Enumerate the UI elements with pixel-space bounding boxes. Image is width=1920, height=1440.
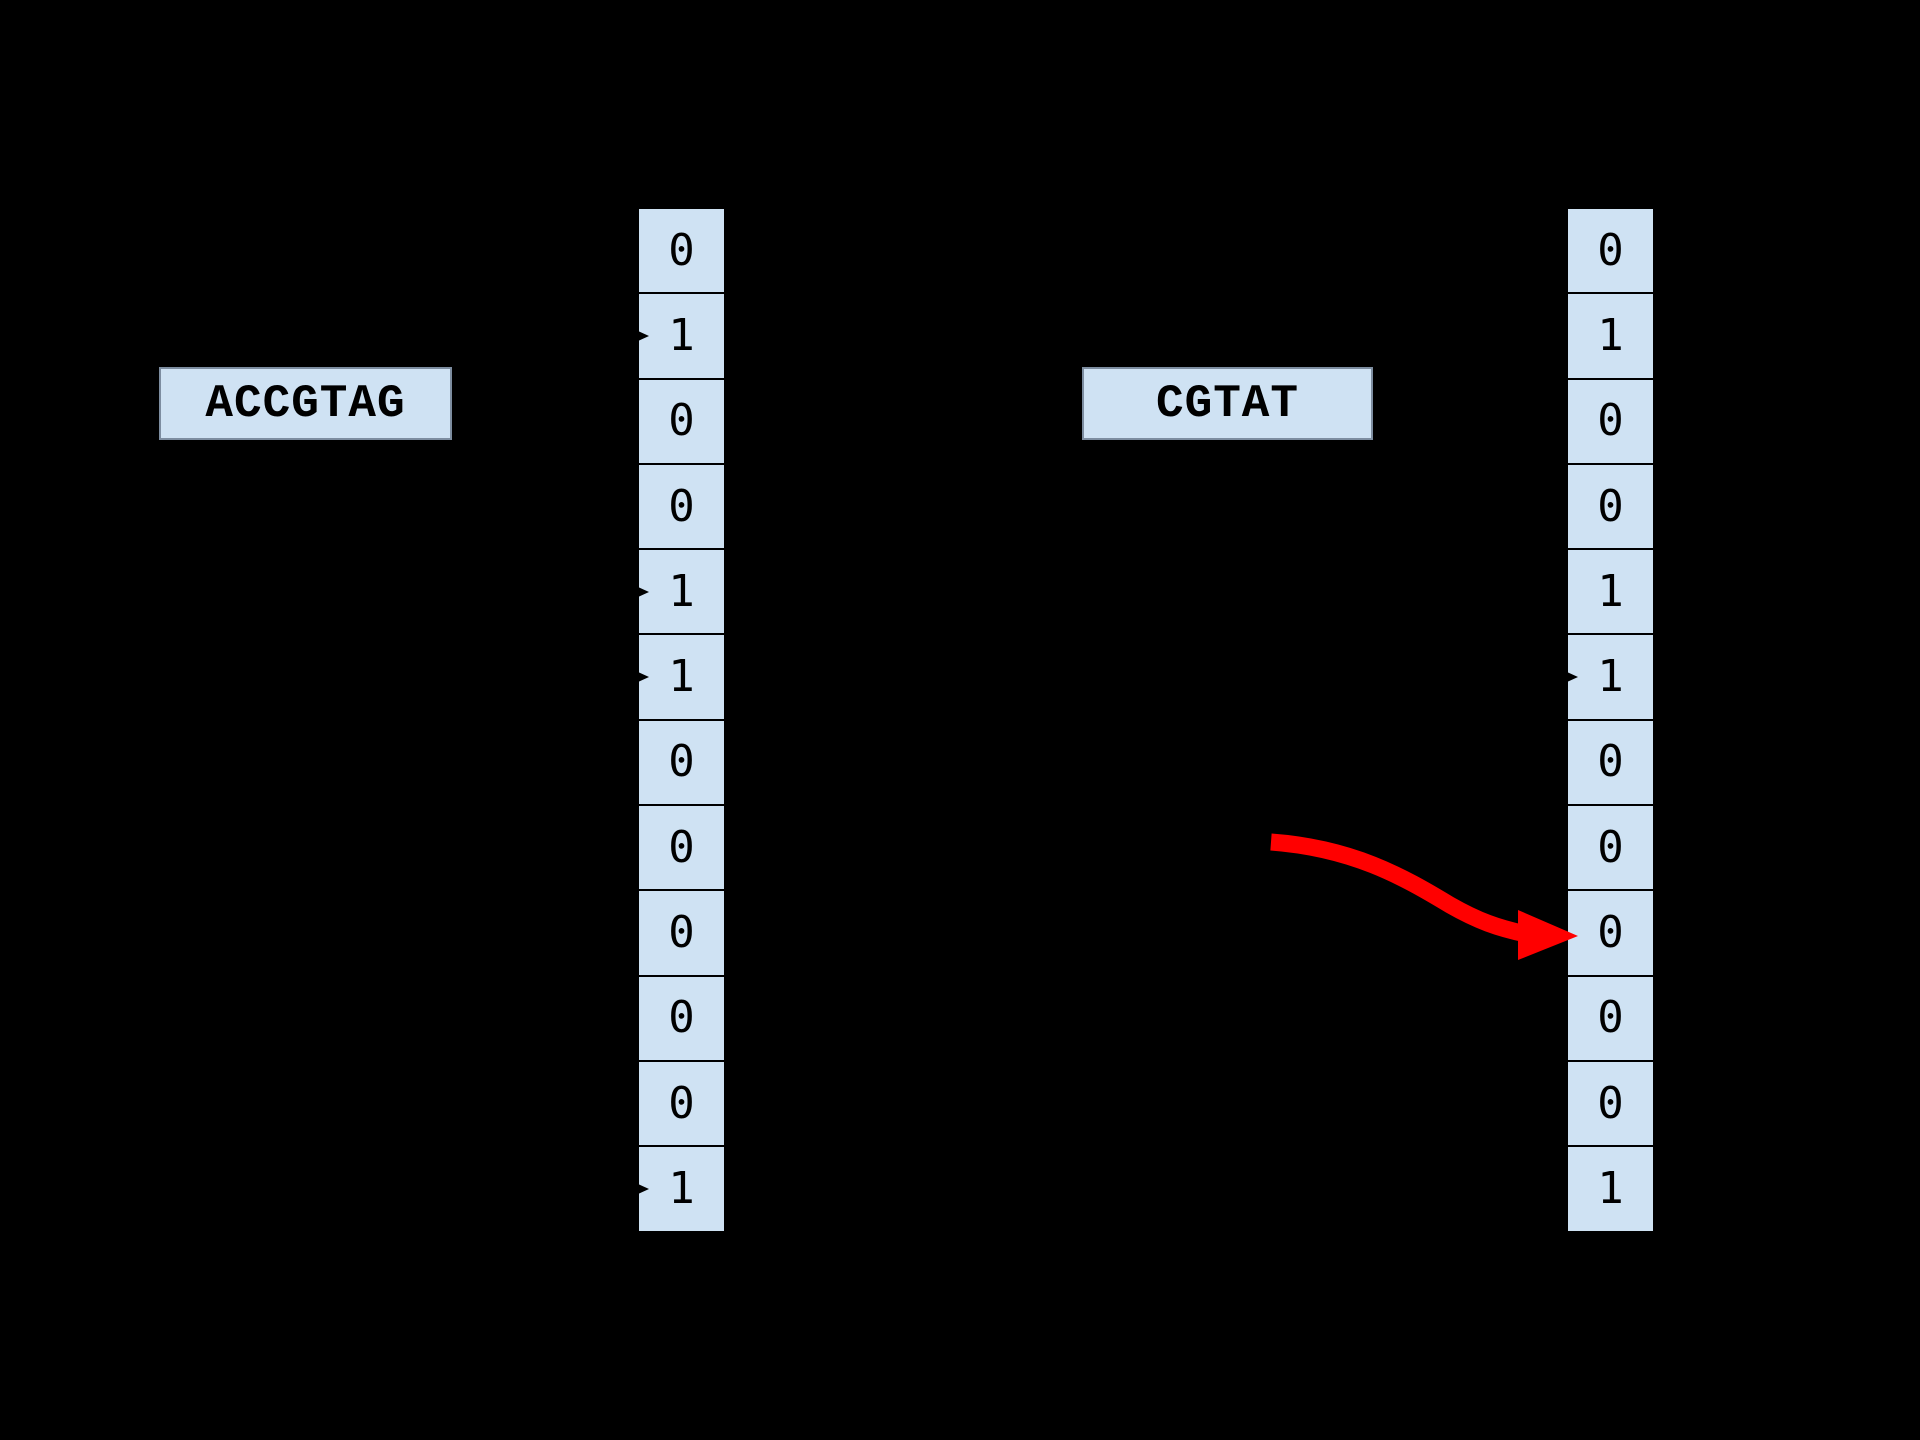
bit-value: 1 <box>1597 309 1624 361</box>
bit-value: 1 <box>668 1162 695 1214</box>
bit-value: 0 <box>668 821 695 873</box>
bit-cell: 0 <box>639 377 724 463</box>
bit-cell: 1 <box>1556 633 1653 719</box>
hash-arrowhead-icon <box>627 667 649 688</box>
bit-cell: 0 <box>1568 804 1653 890</box>
bit-cell: 0 <box>639 462 724 549</box>
bit-value: 0 <box>668 1077 695 1129</box>
right-bit-array: 0 1 0 0 1 1 0 0 0 0 0 1 <box>1556 207 1655 1233</box>
bit-value: 0 <box>1597 992 1624 1044</box>
bit-cell: 1 <box>627 1145 724 1231</box>
bit-cell: 1 <box>1568 548 1653 634</box>
hash-arrowhead-icon <box>627 581 649 602</box>
bit-value: 0 <box>668 907 695 959</box>
bit-value: 1 <box>668 565 695 617</box>
bit-cell: 1 <box>1568 292 1653 378</box>
bit-cell: 0 <box>1568 462 1653 549</box>
bit-value: 0 <box>668 736 695 788</box>
bit-value: 0 <box>1597 480 1624 532</box>
right-sequence-label: CGTAT <box>1082 367 1373 440</box>
bit-cell: 0 <box>639 718 724 805</box>
bit-cell: 0 <box>1568 974 1653 1060</box>
bit-cell: 1 <box>627 548 724 634</box>
bit-value: 0 <box>1597 395 1624 447</box>
left-bit-array: 0 1 0 0 1 1 0 0 0 0 0 1 <box>627 207 726 1233</box>
hash-arrowhead-icon <box>627 325 649 346</box>
left-sequence-label: ACCGTAG <box>159 367 452 440</box>
bit-cell: 0 <box>1568 209 1653 293</box>
bit-cell: 0 <box>639 1059 724 1146</box>
bit-value: 1 <box>668 651 695 703</box>
hash-arrowhead-icon <box>627 1178 649 1199</box>
bit-cell: 0 <box>1568 889 1653 975</box>
bit-cell: 1 <box>627 292 724 378</box>
bit-value: 1 <box>668 309 695 361</box>
bit-value: 1 <box>1597 651 1624 703</box>
bit-cell: 0 <box>1568 377 1653 463</box>
bit-value: 0 <box>1597 224 1624 276</box>
bit-cell: 1 <box>627 633 724 719</box>
bit-value: 0 <box>668 224 695 276</box>
bit-cell: 0 <box>1568 1059 1653 1146</box>
bit-value: 0 <box>668 395 695 447</box>
red-miss-arrow-shaft <box>1270 833 1528 943</box>
bit-value: 0 <box>1597 736 1624 788</box>
bit-cell: 0 <box>1568 718 1653 805</box>
bit-cell: 1 <box>1568 1145 1653 1231</box>
bit-value: 0 <box>1597 907 1624 959</box>
bit-cell: 0 <box>639 974 724 1060</box>
bit-value: 1 <box>1597 1162 1624 1214</box>
bit-value: 0 <box>668 992 695 1044</box>
hash-arrowhead-icon <box>1556 667 1578 688</box>
bit-cell: 0 <box>639 804 724 890</box>
bit-value: 0 <box>1597 821 1624 873</box>
bit-value: 0 <box>1597 1077 1624 1129</box>
bit-cell: 0 <box>639 209 724 293</box>
bit-value: 1 <box>1597 565 1624 617</box>
bit-cell: 0 <box>639 889 724 975</box>
bit-value: 0 <box>668 480 695 532</box>
